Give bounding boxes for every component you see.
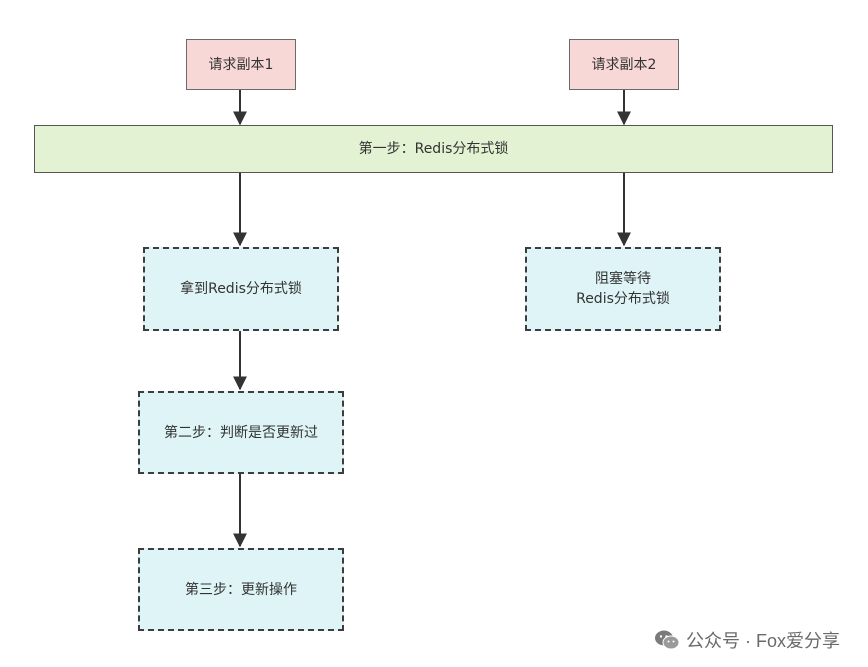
step2-check-node: 第二步：判断是否更新过	[138, 391, 344, 474]
request-2-label: 请求副本2	[591, 56, 657, 73]
blocked-wait-label-line2: Redis分布式锁	[576, 291, 670, 307]
request-1-node: 请求副本1	[186, 39, 296, 90]
request-2-node: 请求副本2	[569, 39, 679, 90]
blocked-wait-label-line1: 阻塞等待	[595, 271, 651, 287]
blocked-wait-node: 阻塞等待 Redis分布式锁	[525, 247, 721, 331]
wechat-icon	[654, 629, 680, 651]
step3-label: 第三步：更新操作	[185, 581, 297, 598]
watermark-text: 公众号 · Fox爱分享	[685, 631, 840, 651]
step2-label: 第二步：判断是否更新过	[164, 424, 318, 441]
watermark: 公众号 · Fox爱分享	[654, 627, 840, 653]
request-1-label: 请求副本1	[208, 56, 274, 73]
step1-label: 第一步：Redis分布式锁	[358, 141, 509, 157]
step1-redis-lock-bar: 第一步：Redis分布式锁	[34, 125, 833, 173]
acquired-lock-node: 拿到Redis分布式锁	[143, 247, 339, 331]
acquired-lock-label: 拿到Redis分布式锁	[180, 281, 302, 297]
step3-update-node: 第三步：更新操作	[138, 548, 344, 631]
